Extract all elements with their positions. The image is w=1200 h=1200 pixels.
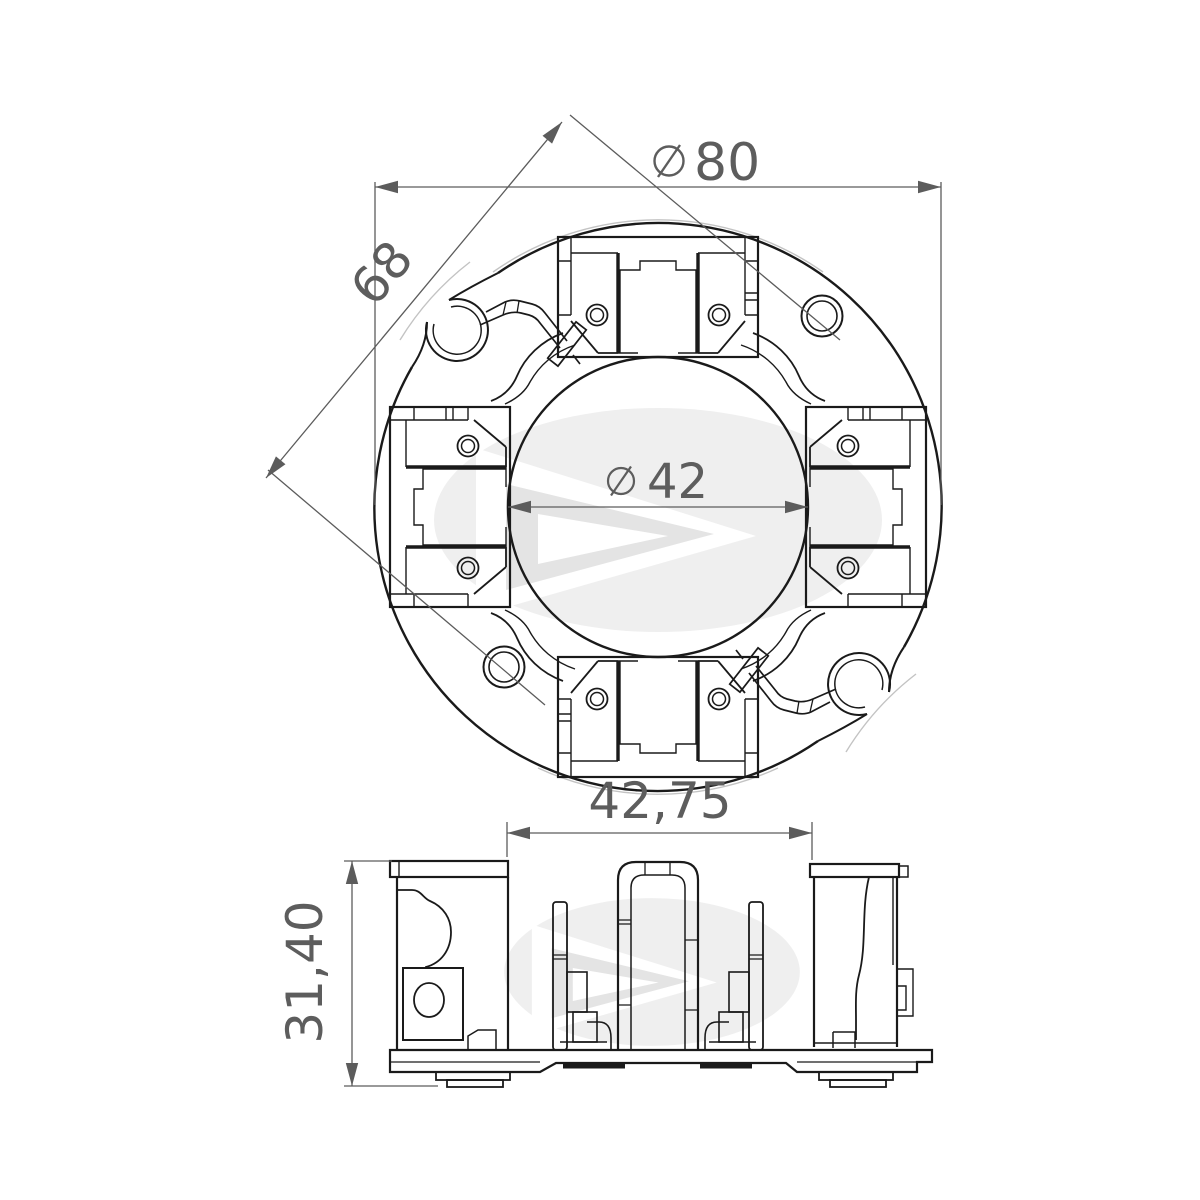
side-foot-right bbox=[818, 1071, 894, 1088]
brush-box-top bbox=[556, 235, 760, 359]
side-base-plate bbox=[388, 1048, 934, 1088]
plate-contour-upper-right bbox=[740, 332, 826, 405]
dimension-label-side-height: 31,40 bbox=[276, 900, 334, 1043]
diameter-symbol-icon bbox=[653, 144, 685, 178]
brush-spring-lower-right bbox=[728, 646, 905, 742]
brush-box-bottom bbox=[556, 655, 760, 779]
dimension-side-width: 42,75 bbox=[506, 772, 813, 860]
side-view bbox=[388, 859, 934, 1088]
dimension-outer-diameter: 80 bbox=[374, 133, 942, 505]
dimensions: 80 68 42 42,75 bbox=[261, 114, 942, 1087]
watermark-logo-side bbox=[504, 898, 800, 1046]
dimension-side-height: 31,40 bbox=[276, 860, 438, 1087]
dimension-label-side-width: 42,75 bbox=[588, 772, 731, 830]
side-center-channel bbox=[616, 860, 700, 1050]
side-right-tower bbox=[808, 862, 914, 1048]
outer-rim bbox=[373, 221, 943, 793]
side-left-tower bbox=[388, 859, 510, 1050]
plate-contour-upper-left bbox=[490, 332, 576, 405]
diameter-symbol-icon bbox=[606, 465, 636, 497]
mounting-hole-top-right bbox=[800, 294, 844, 338]
brush-spring-upper-left bbox=[411, 272, 588, 368]
watermark-logo-top bbox=[434, 408, 882, 632]
side-foot-left bbox=[435, 1071, 511, 1088]
dimension-label-inner-diameter: 42 bbox=[647, 454, 708, 510]
mounting-hole-bottom-left bbox=[482, 645, 526, 689]
dimension-inner-diameter: 42 bbox=[508, 454, 808, 514]
reference-circle-arcs bbox=[399, 219, 917, 795]
dimension-label-outer-diameter: 80 bbox=[694, 133, 760, 193]
